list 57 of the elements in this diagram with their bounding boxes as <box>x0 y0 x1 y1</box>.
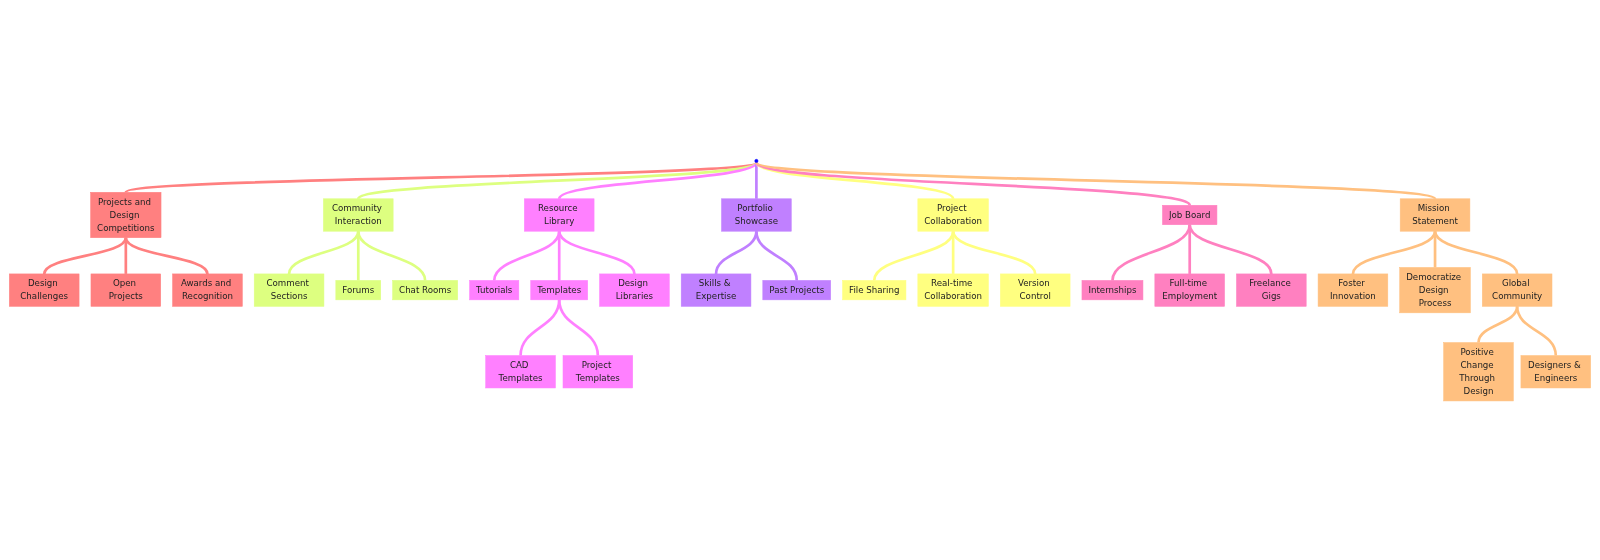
node-box: Job Board <box>1162 204 1218 225</box>
connector <box>755 162 758 199</box>
connector <box>1515 306 1558 356</box>
node-box: Skills & Expertise <box>680 273 752 307</box>
connector <box>357 161 758 200</box>
connector <box>557 231 561 281</box>
node-box: Mission Statement <box>1399 198 1471 232</box>
node-box: Open Projects <box>90 273 161 307</box>
node-box: Version Control <box>1000 273 1071 307</box>
connector <box>1351 230 1437 275</box>
node-box: Awards and Recognition <box>172 273 243 307</box>
connector <box>1477 305 1519 343</box>
connector <box>755 161 1191 207</box>
node-box: Internships <box>1081 280 1144 300</box>
node-box: Design Libraries <box>599 273 670 307</box>
connector <box>557 230 636 275</box>
node-box: File Sharing <box>842 280 907 300</box>
node-box: Projects and Design Competitions <box>90 191 162 238</box>
node-box: CAD Templates <box>485 355 556 389</box>
connector <box>557 299 600 356</box>
connector <box>872 230 955 281</box>
node-box: Freelance Gigs <box>1236 273 1307 307</box>
connector <box>558 161 758 200</box>
connector <box>756 161 1436 200</box>
node-box: Tutorials <box>469 280 520 300</box>
node-box: Full-time Employment <box>1154 273 1225 307</box>
connector <box>356 230 427 281</box>
node-box: Past Projects <box>762 280 831 300</box>
connector <box>1111 224 1192 281</box>
connector <box>755 230 799 281</box>
connector <box>951 230 1037 275</box>
node-box: Project Templates <box>562 355 633 389</box>
node-box: Project Collaboration <box>917 198 989 232</box>
node-box: Comment Sections <box>253 273 325 307</box>
connector <box>1433 230 1519 275</box>
connector <box>492 230 561 281</box>
node-box: Real-time Collaboration <box>917 273 989 307</box>
node-box: Chat Rooms <box>392 280 458 300</box>
connector <box>124 237 128 274</box>
node-circle <box>754 158 759 163</box>
node-box: Global Community <box>1482 273 1553 307</box>
connector <box>124 237 209 275</box>
connector <box>1188 224 1273 275</box>
node-box: Portfolio Showcase <box>721 198 792 232</box>
connector <box>125 161 757 194</box>
node-box: Resource Library <box>524 198 595 232</box>
node-box: Positive Change Through Design <box>1443 342 1514 402</box>
connector <box>287 230 360 275</box>
node-box: Design Challenges <box>9 273 80 307</box>
connector <box>42 237 128 275</box>
connector <box>755 161 955 200</box>
node-box: Foster Innovation <box>1317 273 1389 307</box>
node-box: Forums <box>335 280 381 300</box>
node-box: Community Interaction <box>323 198 394 232</box>
node-box: Democratize Design Process <box>1399 267 1471 313</box>
node-box: Templates <box>530 280 588 300</box>
node-box: Designers & Engineers <box>1520 355 1591 389</box>
